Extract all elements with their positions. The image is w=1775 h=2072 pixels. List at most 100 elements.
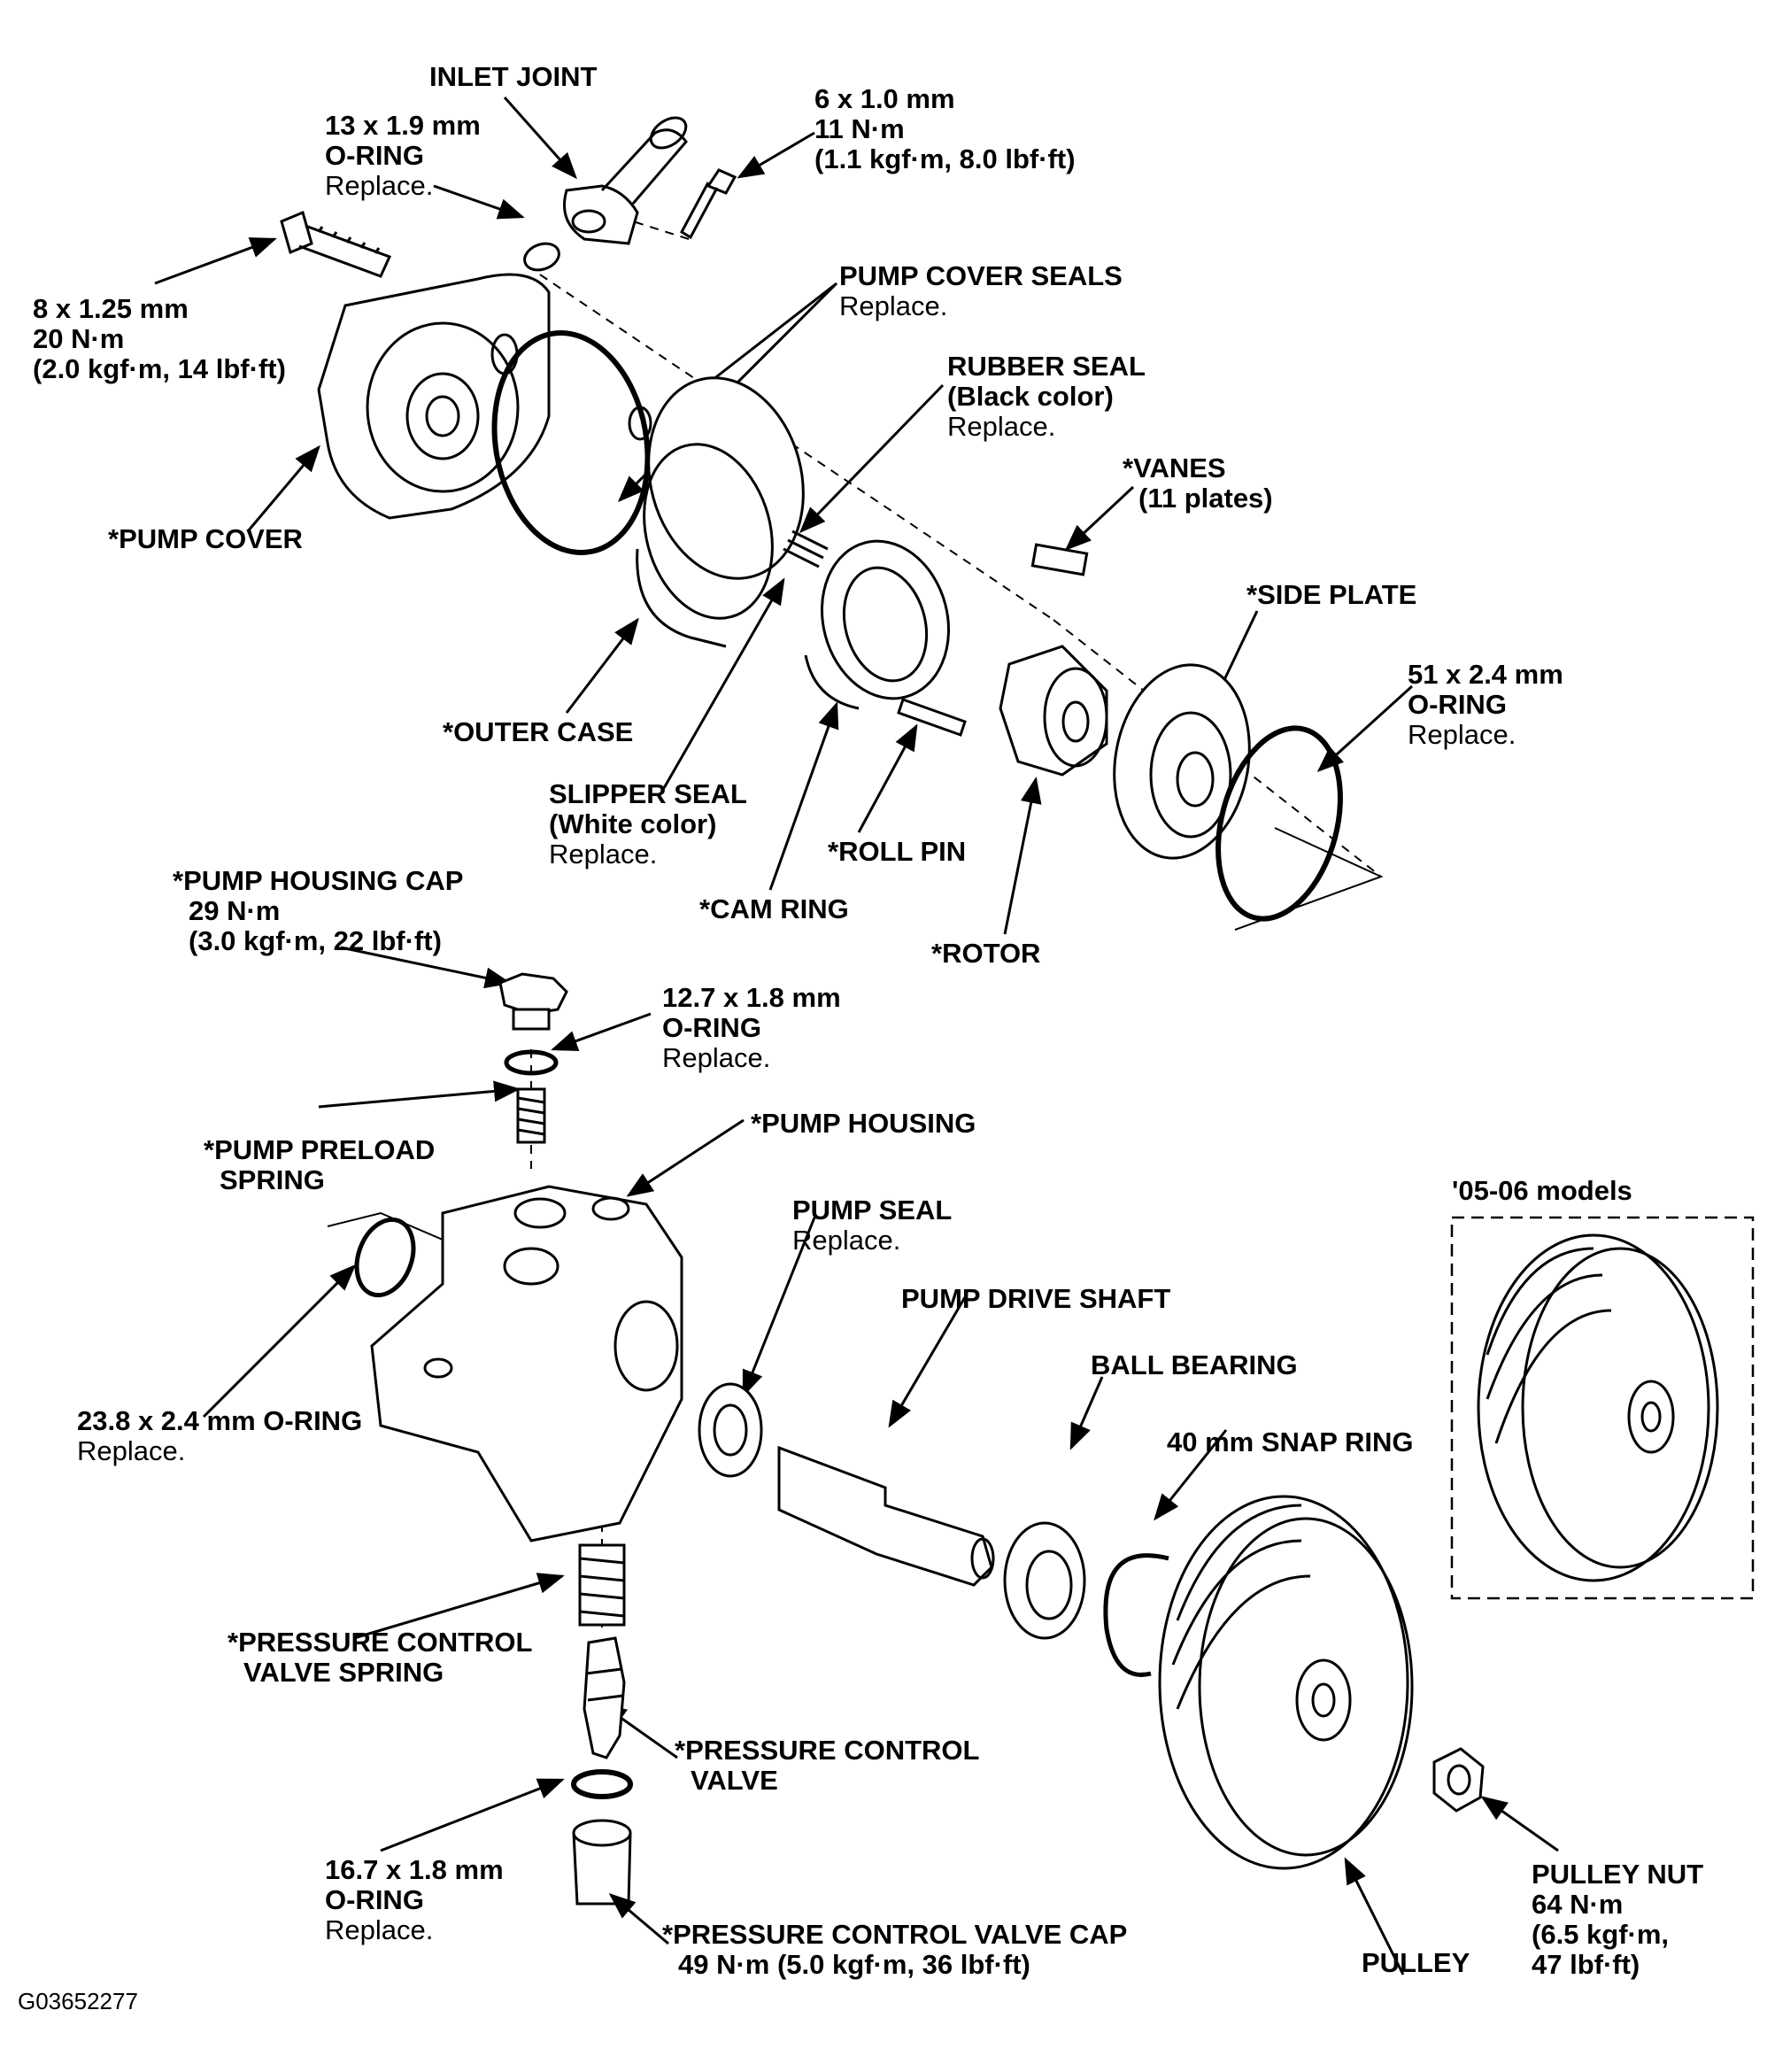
label-vanes: *VANES (11 plates) [1123,453,1273,514]
label-rubber-seal: RUBBER SEAL (Black color) Replace. [947,352,1146,442]
diagram-id: G03652277 [18,1988,138,2014]
cam-ring-part [804,539,951,710]
label-bolt-6-size: 6 x 1.0 mm [814,83,955,114]
label-pulley-text: PULLEY [1362,1947,1470,1978]
side-plate-part [1113,663,1251,860]
label-oring-51: 51 x 2.4 mm O-RING Replace. [1408,660,1563,750]
label-pcv-l2: VALVE [691,1765,778,1796]
pump-housing-part [370,1185,683,1542]
pump-housing-cap-part [498,972,568,1031]
inset-box [1450,1216,1755,1600]
oring-16-part [571,1769,633,1799]
label-vanes-count: (11 plates) [1138,483,1273,514]
pump-cover-part [317,273,551,520]
label-side-plate: *SIDE PLATE [1246,580,1416,610]
oring-12-part [504,1049,559,1076]
preload-spring-part [516,1087,546,1144]
label-ball-bearing: BALL BEARING [1091,1350,1298,1380]
label-bolt-8-size: 8 x 1.25 mm [33,293,189,324]
vanes-part [1030,543,1089,576]
label-roll-pin: *ROLL PIN [828,837,966,867]
label-preload-spring: *PUMP PRELOAD SPRING [204,1135,435,1195]
pulley-nut-part [1432,1747,1485,1813]
label-pulley: PULLEY [1362,1948,1470,1978]
label-pump-cover-seals-name: PUMP COVER SEALS [839,260,1123,291]
label-oring-12-note: Replace. [662,1042,771,1073]
label-bolt-8-torque-alt: (2.0 kgf·m, 14 lbf·ft) [33,353,286,384]
label-oring-12-name: O-RING [662,1012,761,1043]
label-slipper-seal-name: SLIPPER SEAL [549,778,747,809]
label-oring-16-size: 16.7 x 1.8 mm [325,1854,504,1885]
label-pump-housing-cap-name: *PUMP HOUSING CAP [173,865,464,896]
label-cam-ring: *CAM RING [699,894,849,924]
label-pcv-cap-torque: 49 N·m (5.0 kgf·m, 36 lbf·ft) [678,1949,1030,1980]
label-oring-16-name: O-RING [325,1884,424,1915]
label-oring-13: 13 x 1.9 mm O-RING Replace. [325,111,481,201]
label-pcv-cap: *PRESSURE CONTROL VALVE CAP 49 N·m (5.0 … [662,1920,1127,1980]
label-snap-ring-text: 40 mm SNAP RING [1167,1426,1414,1457]
bolt-6mm [680,168,737,240]
label-pump-housing-cap-torque-alt: (3.0 kgf·m, 22 lbf·ft) [189,925,442,956]
label-drive-shaft-text: PUMP DRIVE SHAFT [901,1283,1171,1314]
label-pump-seal: PUMP SEAL Replace. [792,1195,952,1256]
label-pump-cover: *PUMP COVER [108,524,303,554]
label-slipper-seal-note: Replace. [549,839,658,870]
label-cam-ring-text: *CAM RING [699,893,849,924]
label-oring-16-note: Replace. [325,1914,434,1945]
label-slipper-seal: SLIPPER SEAL (White color) Replace. [549,779,747,870]
label-oring-13-name: O-RING [325,140,424,171]
label-drive-shaft: PUMP DRIVE SHAFT [901,1284,1170,1314]
label-side-plate-text: *SIDE PLATE [1246,579,1417,610]
label-oring-51-name: O-RING [1408,689,1507,720]
oring-23-guide [327,1211,444,1241]
label-oring-12-size: 12.7 x 1.8 mm [662,982,841,1013]
pump-drive-shaft-part [777,1445,995,1587]
label-rotor-text: *ROTOR [931,938,1041,969]
inset-title: '05-06 models [1452,1176,1632,1206]
label-bolt-6: 6 x 1.0 mm 11 N·m (1.1 kgf·m, 8.0 lbf·ft… [814,84,1076,174]
roll-pin-part [897,698,967,737]
pcv-part [583,1636,626,1759]
label-pump-seal-note: Replace. [792,1225,901,1256]
label-oring-13-note: Replace. [325,170,434,201]
oring-51-guide [1234,827,1384,931]
outer-case-part [636,376,805,648]
label-pcv: *PRESSURE CONTROL VALVE [675,1736,979,1796]
pump-cover-seal-large [491,330,651,555]
label-pump-housing: *PUMP HOUSING [751,1109,976,1139]
rotor-part [999,645,1108,777]
label-roll-pin-text: *ROLL PIN [828,836,967,867]
label-rubber-seal-color: (Black color) [947,381,1114,412]
label-pcv-spring-l2: VALVE SPRING [243,1657,444,1688]
pump-cover-seal-small [628,406,652,441]
label-oring-51-note: Replace. [1408,719,1516,750]
label-oring-51-size: 51 x 2.4 mm [1408,659,1563,690]
label-bolt-8: 8 x 1.25 mm 20 N·m (2.0 kgf·m, 14 lbf·ft… [33,294,286,384]
label-pump-seal-name: PUMP SEAL [792,1194,953,1225]
label-pcv-l1: *PRESSURE CONTROL [675,1735,980,1766]
pump-seal-part [698,1382,763,1478]
oring-23-part [354,1217,416,1298]
label-bolt-8-torque: 20 N·m [33,323,125,354]
pcv-spring-part [578,1543,626,1627]
label-pump-cover-seals: PUMP COVER SEALS Replace. [839,261,1123,321]
label-rotor: *ROTOR [931,939,1040,969]
label-rubber-seal-name: RUBBER SEAL [947,351,1146,382]
label-snap-ring: 40 mm SNAP RING [1167,1427,1414,1457]
label-oring-13-size: 13 x 1.9 mm [325,110,481,141]
label-rubber-seal-note: Replace. [947,411,1056,442]
label-slipper-seal-color: (White color) [549,808,717,839]
oring-13-part [523,242,560,272]
label-oring-23-note: Replace. [77,1435,186,1466]
label-oring-23: 23.8 x 2.4 mm O-RING Replace. [77,1406,362,1466]
label-pulley-nut-torque: 64 N·m [1532,1889,1624,1920]
label-oring-23-name: 23.8 x 2.4 mm O-RING [77,1405,363,1436]
ball-bearing-part [1003,1521,1086,1640]
label-outer-case: *OUTER CASE [443,717,633,747]
label-pump-housing-cap-torque: 29 N·m [189,895,281,926]
pcv-cap-part [572,1819,632,1906]
label-bolt-6-torque: 11 N·m [814,113,905,144]
bolt-8mm [280,210,392,278]
label-pump-cover-text: *PUMP COVER [108,523,303,554]
